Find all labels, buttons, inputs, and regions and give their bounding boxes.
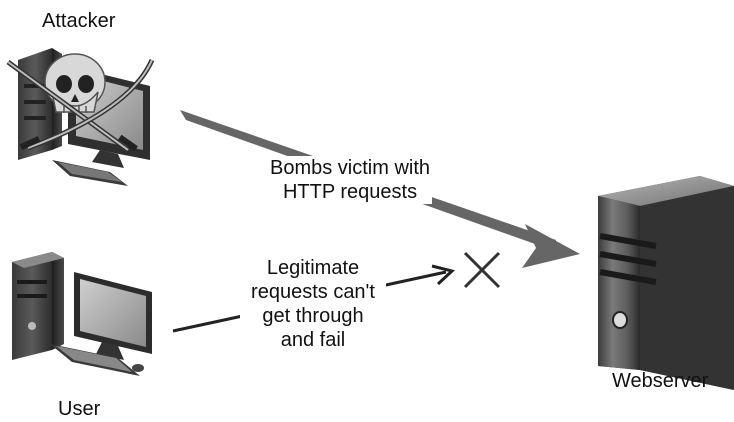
legit-label-line-3: get through [262, 305, 364, 327]
attack-edge-label: Bombs victim with HTTP requests [268, 156, 433, 204]
pirate-computer-icon [6, 48, 155, 186]
attack-label-line-2: HTTP requests [282, 181, 418, 203]
x-mark-icon [463, 251, 501, 289]
user-label: User [58, 398, 101, 420]
attack-label-line-1: Bombs victim with [270, 157, 431, 179]
webserver-label: Webserver [612, 370, 709, 392]
desktop-computer-icon [12, 252, 152, 376]
legit-edge-label: Legitimate requests can't get through an… [240, 256, 386, 352]
legit-label-line-2: requests can't [251, 281, 375, 303]
legit-label-line-4: and fail [280, 329, 346, 351]
attacker-label: Attacker [42, 10, 116, 32]
server-tower-icon [598, 176, 734, 390]
legit-label-line-1: Legitimate [266, 257, 360, 279]
